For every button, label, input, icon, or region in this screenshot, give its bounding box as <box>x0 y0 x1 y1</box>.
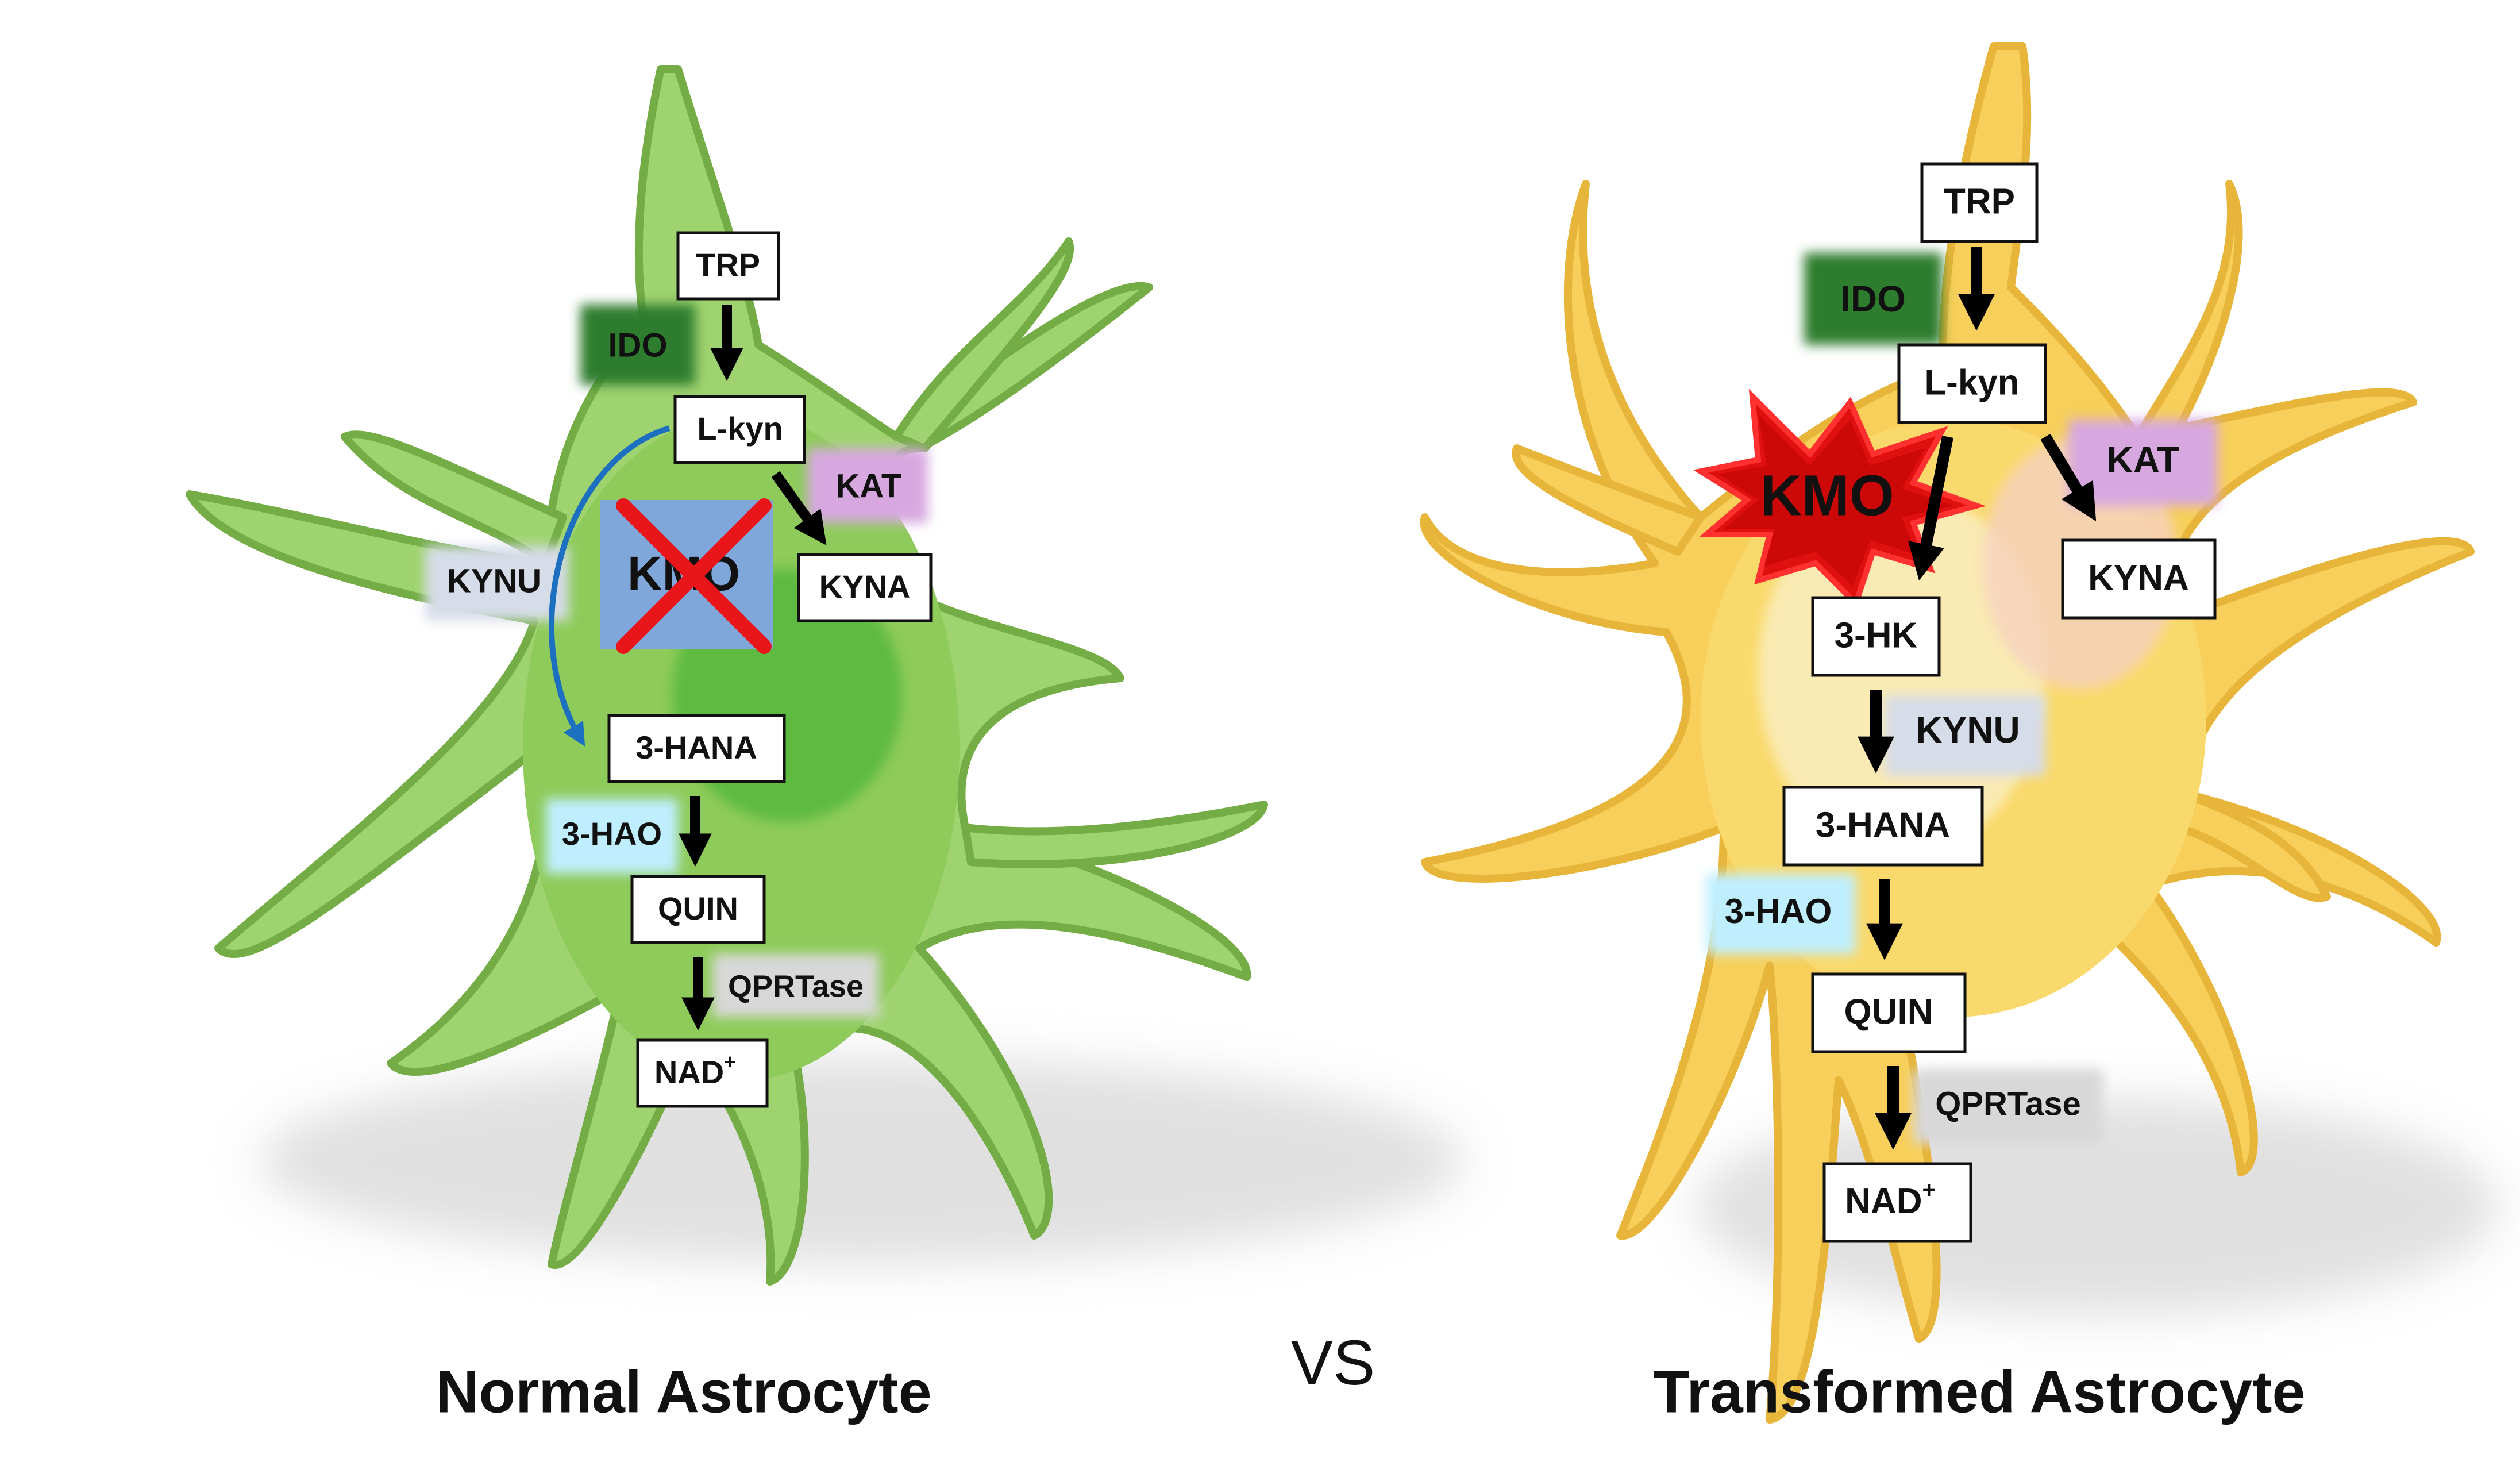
svg-text:L-kyn: L-kyn <box>1924 363 2019 402</box>
svg-text:TRP: TRP <box>1944 182 2015 221</box>
svg-text:3-HANA: 3-HANA <box>1816 805 1950 845</box>
arrow-lkyn-hana-bypass <box>549 425 671 747</box>
kyna-node: KYNA <box>2061 538 2217 620</box>
svg-text:L-kyn: L-kyn <box>697 410 783 447</box>
hao-highlight <box>1706 874 1856 954</box>
quin-node: QUIN <box>630 875 766 944</box>
hao-highlight <box>546 799 678 874</box>
pathway-arrows <box>1857 247 2097 1150</box>
qprtase-highlight <box>1913 1069 2103 1144</box>
arrow-lkyn-kyna <box>771 471 827 545</box>
qprtase-label: QPRTase <box>728 969 864 1003</box>
trp-node: TRP <box>676 231 780 301</box>
ido-highlight <box>1804 253 1942 345</box>
kat-label: KAT <box>2107 439 2180 480</box>
lkyn-node: L-kyn <box>673 395 806 464</box>
normal-astrocyte-title: Normal Astrocyte <box>436 1359 931 1425</box>
hao-label: 3-HAO <box>1725 892 1832 930</box>
ido-highlight <box>580 305 695 385</box>
svg-text:NAD+: NAD+ <box>654 1050 736 1090</box>
transformed-astrocyte-panel: IDO KAT KMO KYNU 3-HAO QPRTase TRP L-kyn… <box>1420 42 2499 1425</box>
cell-shadow <box>259 1057 1465 1264</box>
quin-node: QUIN <box>1811 972 1967 1053</box>
nad-node: NAD+ <box>1822 1162 1972 1243</box>
ido-label: IDO <box>608 326 667 364</box>
svg-text:KYNA: KYNA <box>2088 558 2189 598</box>
svg-text:QUIN: QUIN <box>1844 992 1933 1032</box>
svg-text:QUIN: QUIN <box>658 890 738 926</box>
ido-label: IDO <box>1840 278 1906 320</box>
trp-node: TRP <box>1920 162 2039 243</box>
svg-text:3-HK: 3-HK <box>1835 615 1918 655</box>
kat-label: KAT <box>836 467 902 505</box>
pathway-arrows <box>679 305 827 1031</box>
kynu-label: KYNU <box>1916 709 2020 751</box>
hao-label: 3-HAO <box>562 815 662 852</box>
normal-astrocyte-panel: IDO KAT KYNU KMO 3-HAO QPRTase TRP L-kyn… <box>186 65 1465 1425</box>
kmo-label: KMO <box>1760 463 1894 528</box>
svg-text:KYNA: KYNA <box>819 568 911 605</box>
kat-highlight <box>807 448 928 523</box>
hk-node: 3-HK <box>1811 596 1941 677</box>
kyna-node: KYNA <box>797 553 933 622</box>
hana-node: 3-HANA <box>1782 786 1984 867</box>
svg-text:TRP: TRP <box>696 247 760 283</box>
kynu-highlight <box>425 546 569 621</box>
svg-text:NAD+: NAD+ <box>1845 1178 1936 1222</box>
kynu-highlight <box>1885 695 2045 776</box>
nad-node: NAD+ <box>636 1038 769 1108</box>
vs-label: VS <box>1291 1328 1375 1398</box>
kynu-label: KYNU <box>447 562 541 599</box>
qprtase-highlight <box>712 954 879 1017</box>
inhibition-cross-icon <box>616 498 772 654</box>
hana-node: 3-HANA <box>607 714 786 783</box>
arrow-lkyn-hk <box>1908 436 1953 581</box>
svg-text:3-HANA: 3-HANA <box>635 729 757 765</box>
transformed-astrocyte-title: Transformed Astrocyte <box>1654 1359 2306 1425</box>
qprtase-label: QPRTase <box>1935 1085 2081 1122</box>
kmo-overactive-burst-icon <box>1693 388 1986 609</box>
lkyn-node: L-kyn <box>1897 343 2047 424</box>
arrow-lkyn-kyna <box>2040 433 2097 521</box>
